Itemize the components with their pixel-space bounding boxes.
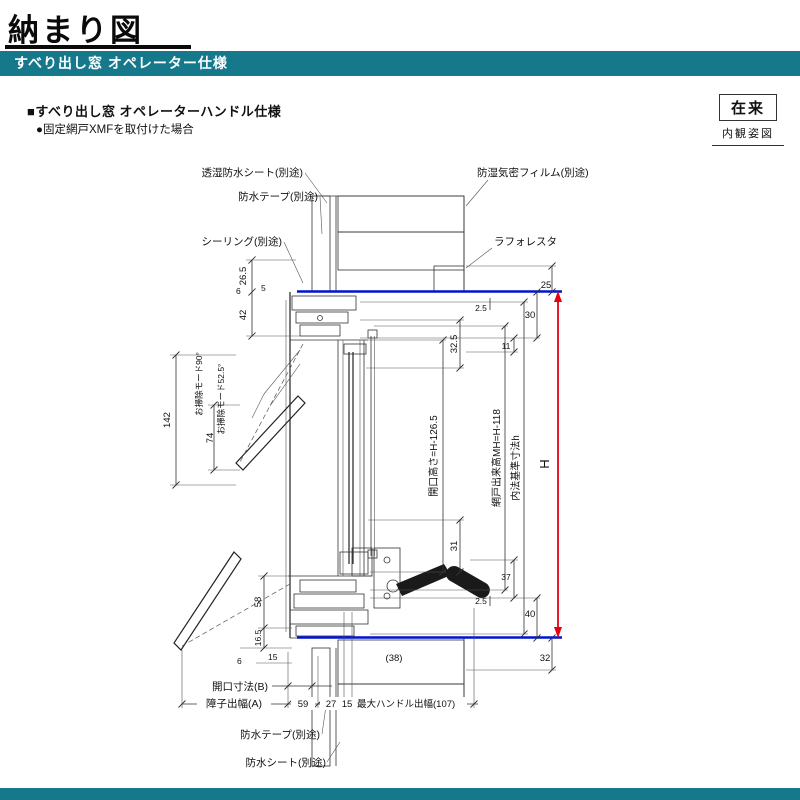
dim-59: 59 bbox=[298, 699, 309, 710]
label-cleaning-mode-90: お掃除モード90° bbox=[194, 352, 204, 416]
callout-vapor-film: 防湿気密フィルム(別途) bbox=[477, 166, 589, 179]
footer-bar bbox=[0, 788, 800, 800]
dim-40: 40 bbox=[525, 609, 536, 620]
section-banner: すべり出し窓 オペレーター仕様 bbox=[0, 51, 800, 76]
dim-32-5: 32.5 bbox=[449, 335, 460, 354]
vertical-labels: 26.5 42 142 お掃除モード90° お掃除モード52.5° 74 開口高… bbox=[162, 267, 552, 647]
insect-screen bbox=[367, 329, 378, 559]
extension-lines bbox=[170, 259, 556, 708]
callout-tape-bottom: 防水テープ(別途) bbox=[240, 728, 320, 741]
dim-5: 5 bbox=[261, 283, 266, 293]
construction-type-badge: 在来 bbox=[718, 94, 777, 121]
dim-27: 27 bbox=[326, 699, 337, 710]
operator-handle bbox=[351, 547, 490, 609]
spec-subheading: ●固定網戸XMFを取付けた場合 bbox=[36, 124, 194, 136]
dim-2-5-top: 2.5 bbox=[475, 303, 487, 313]
construction-type-block: 在来 内観姿図 bbox=[712, 94, 784, 146]
dim-58: 58 bbox=[253, 597, 264, 608]
callout-laforesta: ラフォレスタ bbox=[494, 236, 557, 248]
dim-6-bottom: 6 bbox=[237, 656, 242, 666]
dim-6-top: 6 bbox=[236, 286, 241, 296]
page-title: 納まり図 bbox=[8, 13, 144, 48]
label-cleaning-mode-52-5: お掃除モード52.5° bbox=[216, 364, 226, 435]
label-opening-height: 開口高さ=H-126.5 bbox=[427, 415, 440, 497]
wall-section-top bbox=[311, 195, 465, 293]
callout-moisture-sheet-top: 透湿防水シート(別途) bbox=[202, 166, 304, 179]
dim-2-5-bottom: 2.5 bbox=[475, 596, 487, 606]
dim-31: 31 bbox=[449, 541, 460, 552]
callout-sheet-bottom: 防水シート(別途) bbox=[246, 756, 327, 769]
dim-26-5: 26.5 bbox=[238, 267, 249, 286]
dim-15-left: 15 bbox=[268, 652, 278, 662]
dim-max-handle: 最大ハンドル出幅(107) bbox=[357, 698, 455, 710]
spec-heading: ■すべり出し窓 オペレーターハンドル仕様 bbox=[27, 104, 282, 119]
dim-25: 25 bbox=[541, 280, 552, 291]
window-frame bbox=[285, 292, 372, 639]
dim-30: 30 bbox=[525, 310, 536, 321]
dim-42: 42 bbox=[238, 310, 249, 321]
label-backings bbox=[197, 651, 467, 710]
title-underline bbox=[5, 45, 191, 49]
h-dimension-line bbox=[554, 291, 562, 638]
dim-opening-width-b: 開口寸法(B) bbox=[212, 680, 268, 693]
open-sash-positions bbox=[173, 343, 306, 651]
dimension-labels: 5 6 25 30 2.5 11 37 2.5 40 32 15 6 (38) … bbox=[206, 280, 551, 710]
label-standard-dimension: 内法基準寸法h bbox=[509, 435, 522, 501]
callout-sealing: シーリング(別途) bbox=[202, 235, 283, 248]
label-h: H bbox=[537, 459, 552, 468]
reference-lines bbox=[297, 290, 562, 639]
dim-38: (38) bbox=[386, 653, 403, 664]
sash-and-glass bbox=[337, 340, 369, 576]
label-screen-height: 網戸出来高MH=H-118 bbox=[490, 409, 503, 507]
dim-15-bottom: 15 bbox=[342, 699, 353, 710]
dim-sash-projection-a: 障子出幅(A) bbox=[206, 697, 262, 710]
dim-32: 32 bbox=[540, 653, 551, 664]
dimension-lines bbox=[172, 256, 556, 708]
dim-37: 37 bbox=[501, 572, 511, 582]
leader-lines bbox=[283, 172, 493, 763]
view-type-caption: 内観姿図 bbox=[722, 128, 774, 140]
dim-11: 11 bbox=[502, 341, 511, 351]
callout-labels: 透湿防水シート(別途) 防湿気密フィルム(別途) 防水テープ(別途) シーリング… bbox=[202, 166, 589, 769]
callout-tape-top: 防水テープ(別途) bbox=[238, 190, 318, 203]
dim-142: 142 bbox=[162, 412, 173, 428]
dim-16-5: 16.5 bbox=[253, 629, 263, 646]
dim-74: 74 bbox=[205, 433, 216, 444]
section-banner-label: すべり出し窓 オペレーター仕様 bbox=[14, 55, 228, 71]
